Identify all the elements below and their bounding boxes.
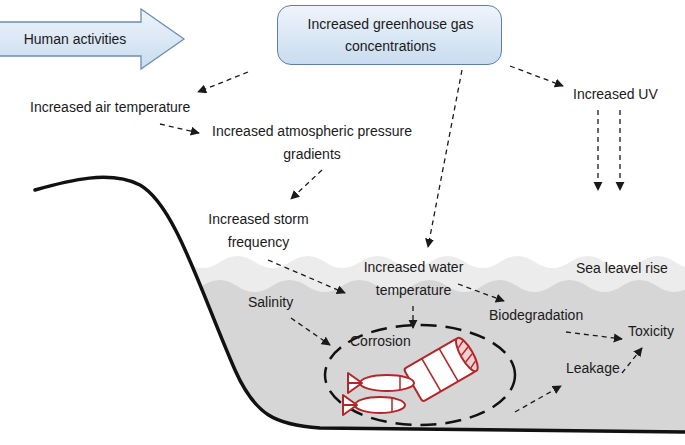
dashed-arrow [510,66,563,86]
dashed-arrow [622,348,642,373]
dashed-arrow [458,284,504,301]
barrel-hatch [468,361,477,368]
node-text: Increased greenhouse gas concentrations [288,13,493,57]
barrel-hatch [460,347,471,355]
dashed-arrow [291,318,330,345]
arrow-box: Human activities [0,8,186,70]
bomb-fins [348,373,362,393]
dashed-arrow [428,70,462,247]
dashed-arrow [268,260,345,293]
dashed-arrow [515,386,561,412]
bomb-band [399,376,401,390]
barrel-rib [422,359,441,392]
barrel-hatch [464,354,475,362]
dashed-arrow [291,170,322,199]
bomb-fins [343,395,357,415]
bomb-band [391,398,393,412]
annotation-label: Corrosion [350,330,411,353]
annotation-label: Increased UV [573,83,658,106]
bomb [360,375,414,391]
dashed-arrow [412,306,413,328]
corrosion-zone [325,325,515,425]
annotation-label: Increased storm frequency [196,208,321,254]
annotation-label: Leakage [566,357,620,380]
dashed-arrow [566,332,622,339]
dashed-arrow [160,124,199,133]
bomb [355,397,405,413]
dashed-arrow [198,72,248,92]
barrel-hatch [456,340,465,347]
dashed-arrow [619,110,620,190]
arrow-outline [0,9,184,69]
annotation-label: Biodegradation [489,304,583,327]
barrel-end [452,335,481,374]
annotation-label: Increased atmospheric pressure gradients [202,120,422,166]
barrel-rib [439,349,458,382]
node-text: Human activities [24,28,127,50]
annotation-label: Increased water temperature [351,256,476,302]
seabed-line [35,177,685,432]
annotation-label: Sea leavel rise [576,257,668,280]
annotation-label: Salinity [248,291,293,314]
annotation-label: Toxicity [628,320,674,343]
ground [0,177,685,445]
dashed-arrow [597,110,598,190]
annotation-label: Increased air temperature [30,96,190,119]
process-box: Increased greenhouse gas concentrations [277,5,502,65]
